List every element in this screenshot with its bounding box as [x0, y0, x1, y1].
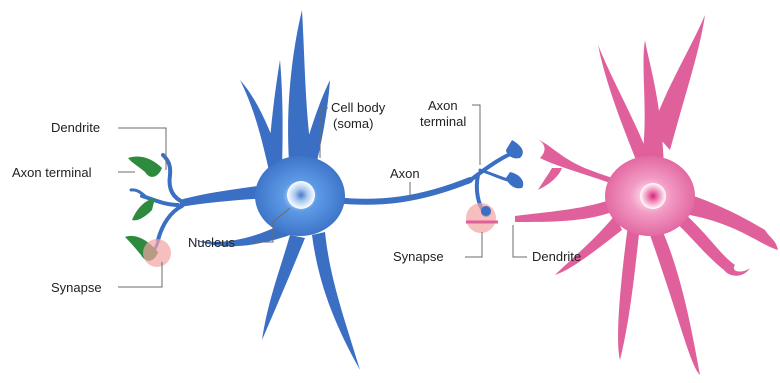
label-synapse-left: Synapse: [51, 280, 102, 295]
synapse-right-terminal: [481, 206, 491, 216]
label-axon-terminal-right-2: terminal: [420, 114, 466, 129]
synapse-left-highlight: [143, 239, 171, 267]
synapse-right-highlight: [466, 203, 496, 233]
label-dendrite-right: Dendrite: [532, 249, 581, 264]
blue-neuron-axon: [335, 150, 520, 213]
label-nucleus: Nucleus: [188, 235, 235, 250]
label-cell-body: Cell body: [331, 100, 386, 115]
blue-neuron-nucleus: [287, 181, 315, 209]
label-synapse-right: Synapse: [393, 249, 444, 264]
blue-neuron: [131, 10, 523, 370]
label-axon-terminal-left: Axon terminal: [12, 165, 92, 180]
label-dendrite-left: Dendrite: [51, 120, 100, 135]
pink-neuron: [515, 15, 778, 375]
label-soma: (soma): [333, 116, 373, 131]
label-axon: Axon: [390, 166, 420, 181]
pink-neuron-nucleus: [640, 183, 666, 209]
label-axon-terminal-right: Axon: [428, 98, 458, 113]
